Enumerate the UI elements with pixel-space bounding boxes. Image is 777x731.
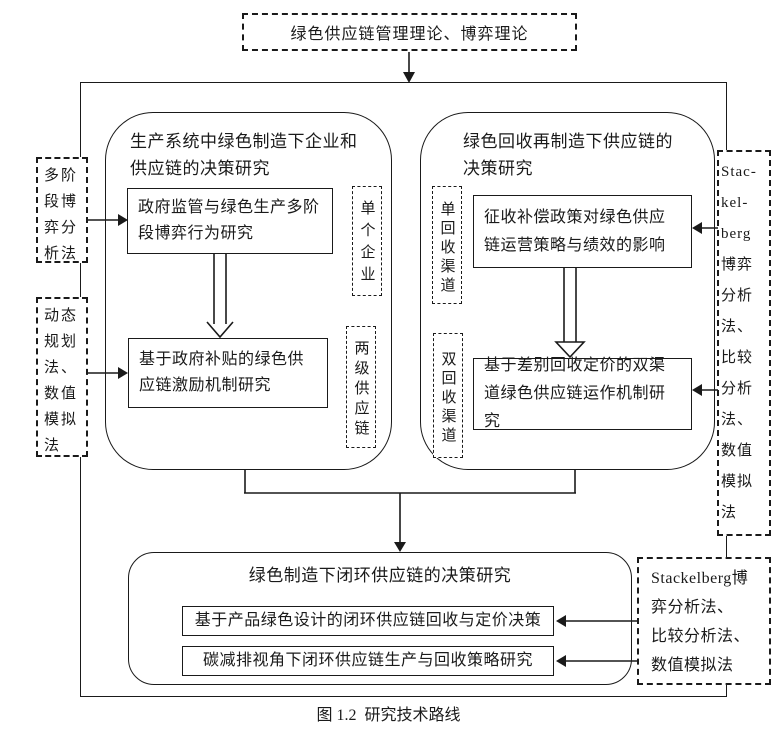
left-panel-title: 生产系统中绿色制造下企业和供应链的决策研究: [130, 132, 358, 178]
right-panel-title: 绿色回收再制造下供应链的决策研究: [463, 132, 673, 178]
bottom-study2-label: 碳减排视角下闭环供应链生产与回收策略研究: [202, 652, 533, 669]
right-scope1-tag: 单回收渠道: [432, 186, 462, 304]
arrow-theory-to-frame: [403, 52, 415, 83]
figure-caption: 图 1.2 研究技术路线: [316, 707, 461, 724]
bottom-panel-title: 绿色制造下闭环供应链的决策研究: [248, 566, 512, 585]
left-panel: 生产系统中绿色制造下企业和供应链的决策研究: [105, 112, 392, 470]
left-scope1-tag: 单个企业: [352, 186, 382, 296]
left-scope2-tag: 两级供应链: [346, 326, 376, 448]
method-stackelberg-tall: Stac-kel-berg博弈分析法、比较分析法、数值模拟法: [717, 150, 771, 536]
theory-box: 绿色供应链管理理论、博弈理论: [242, 13, 577, 51]
right-study1-box: 征收补偿政策对绿色供应链运营策略与绩效的影响: [473, 195, 692, 268]
right-study1-label: 征收补偿政策对绿色供应链运营策略与绩效的影响: [484, 208, 666, 254]
bottom-study1-label: 基于产品绿色设计的闭环供应链回收与定价决策: [194, 612, 542, 629]
left-study2-box: 基于政府补贴的绿色供应链激励机制研究: [128, 338, 328, 408]
left-study1-label: 政府监管与绿色生产多阶段博弈行为研究: [138, 199, 320, 242]
method-dynamic-programming: 动态规划法、数值模拟法: [36, 297, 88, 457]
left-study1-box: 政府监管与绿色生产多阶段博弈行为研究: [127, 188, 333, 254]
method-stackelberg-bottom: Stackelberg博弈分析法、比较分析法、数值模拟法: [637, 557, 771, 685]
right-study2-box: 基于差别回收定价的双渠道绿色供应链运作机制研究: [473, 357, 692, 430]
bottom-study2-box: 碳减排视角下闭环供应链生产与回收策略研究: [182, 646, 554, 676]
right-scope2-tag: 双回收渠道: [433, 333, 463, 458]
method-multistage-game: 多阶段博弈分析法: [36, 157, 88, 263]
right-study2-label: 基于差别回收定价的双渠道绿色供应链运作机制研究: [484, 357, 666, 430]
left-study2-label: 基于政府补贴的绿色供应链激励机制研究: [139, 351, 305, 394]
theory-box-label: 绿色供应链管理理论、博弈理论: [290, 26, 529, 43]
bottom-study1-box: 基于产品绿色设计的闭环供应链回收与定价决策: [182, 606, 554, 636]
